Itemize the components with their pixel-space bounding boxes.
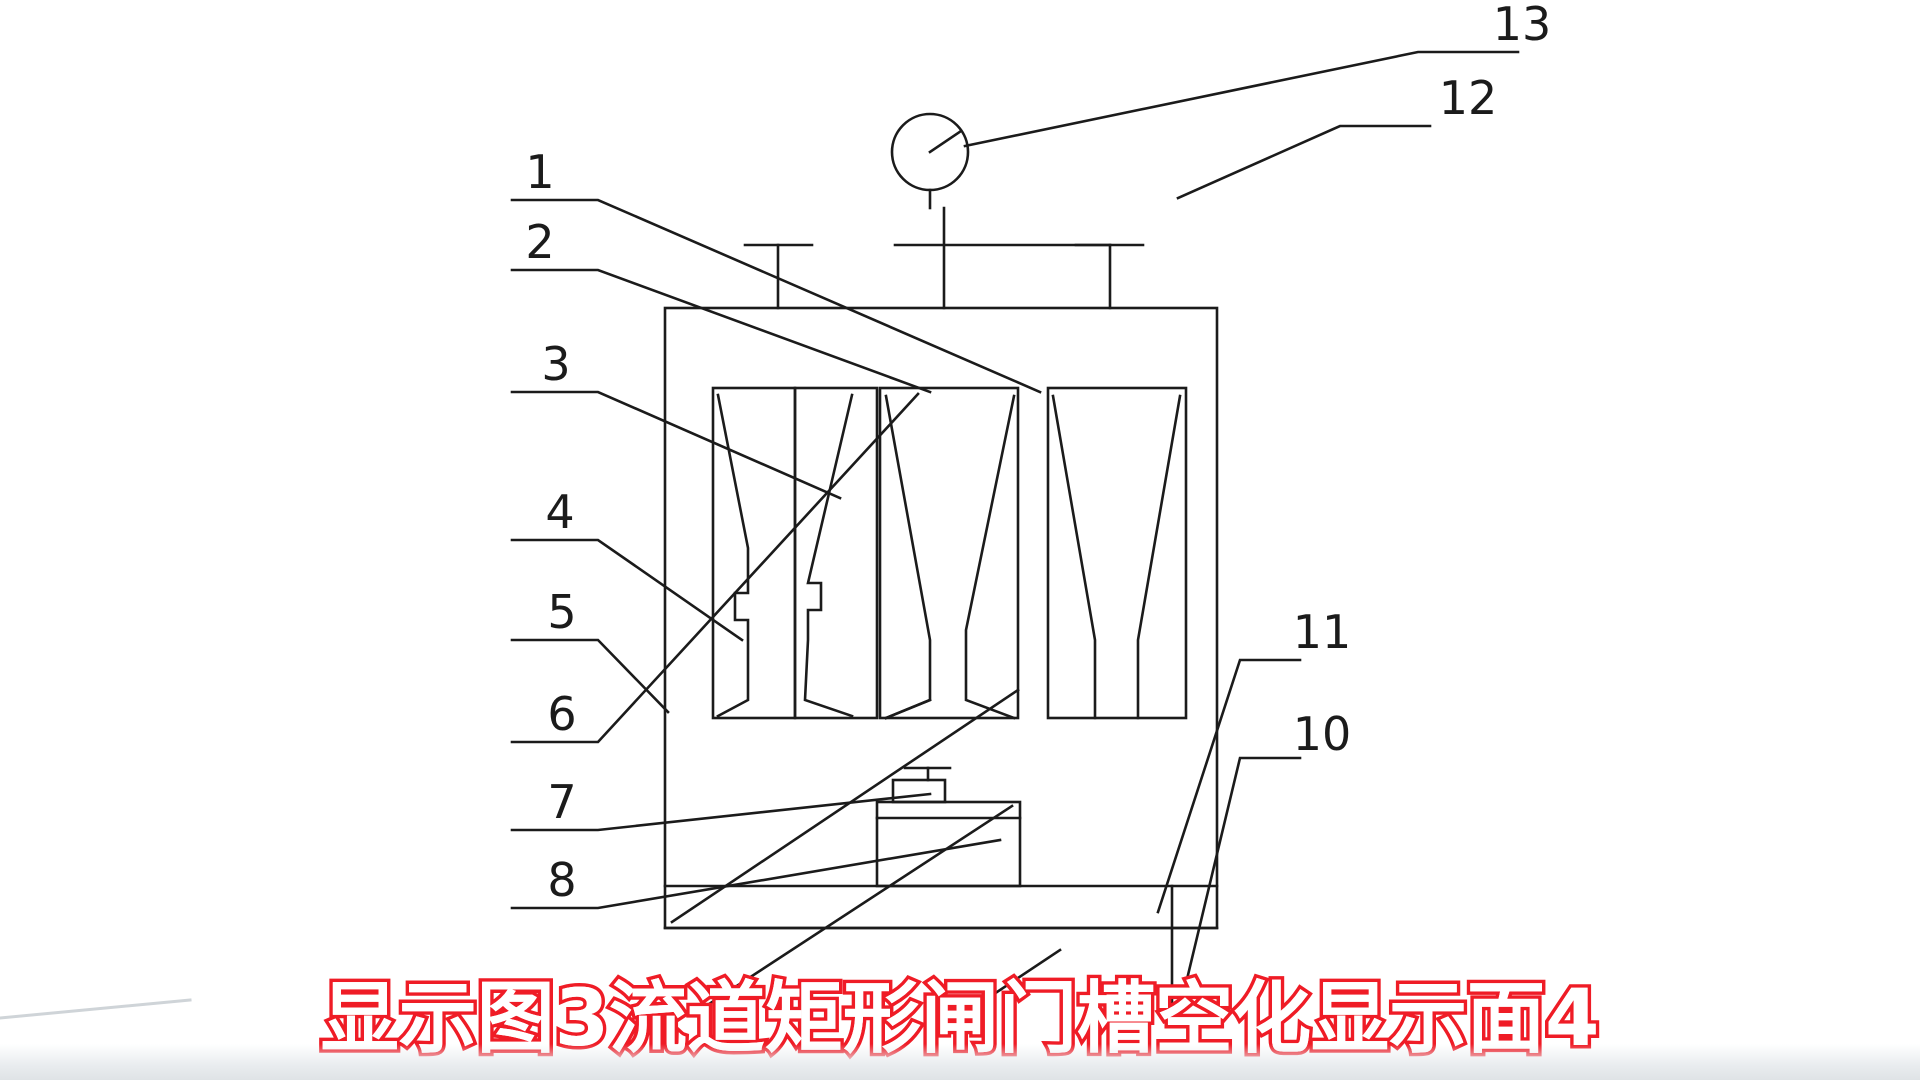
contraction-profile-3-left [1051, 394, 1097, 720]
leader-line-1 [510, 198, 1042, 394]
callout-number-2: 2 [525, 215, 554, 269]
leader-line-5 [510, 638, 670, 714]
callout-number-4: 4 [545, 485, 574, 539]
callout-number-8: 8 [547, 853, 576, 907]
leader-line-10 [1180, 756, 1302, 1002]
leader-line-7 [510, 792, 932, 832]
bottom-edge-shadow [0, 1044, 1920, 1080]
callout-number-group: 1 2 3 4 5 6 7 8 13 12 10 11 [525, 0, 1551, 907]
pressure-gauge-needle [928, 129, 963, 154]
contraction-profile-1b [803, 393, 854, 718]
diagonal-guide-lower [698, 804, 1014, 1012]
contraction-profile-3-right [1136, 394, 1182, 720]
channel-cell-2 [878, 386, 1020, 720]
diagonal-guide-tail [938, 948, 1062, 1032]
diagonal-guide-upper [670, 688, 1020, 924]
callout-number-3: 3 [541, 337, 570, 391]
callout-number-11: 11 [1293, 605, 1352, 659]
callout-number-7: 7 [547, 775, 576, 829]
leader-line-8 [510, 838, 1002, 910]
lower-equipment-neck [891, 778, 947, 804]
callout-number-1: 1 [525, 145, 554, 199]
leader-line-11 [1156, 658, 1302, 914]
leader-line-2 [510, 268, 932, 394]
leader-line-12 [1176, 124, 1432, 200]
horizon-streak [0, 998, 192, 1020]
callout-number-6: 6 [547, 687, 576, 741]
leader-line-4 [510, 538, 744, 642]
callout-number-12: 12 [1439, 71, 1498, 125]
leader-line-3 [510, 390, 842, 500]
channel-cell-3 [1046, 386, 1188, 720]
contraction-profile-1a [716, 393, 750, 718]
callout-number-13: 13 [1493, 0, 1552, 51]
channel-cell-1b [793, 386, 879, 720]
contraction-foot-2 [884, 698, 932, 720]
lower-equipment-block [875, 800, 1022, 888]
drawing-geometry [0, 50, 1520, 1032]
leader-line-6 [510, 392, 920, 744]
callout-number-5: 5 [547, 585, 576, 639]
leader-line-13 [963, 50, 1520, 148]
callout-number-10: 10 [1293, 707, 1352, 761]
